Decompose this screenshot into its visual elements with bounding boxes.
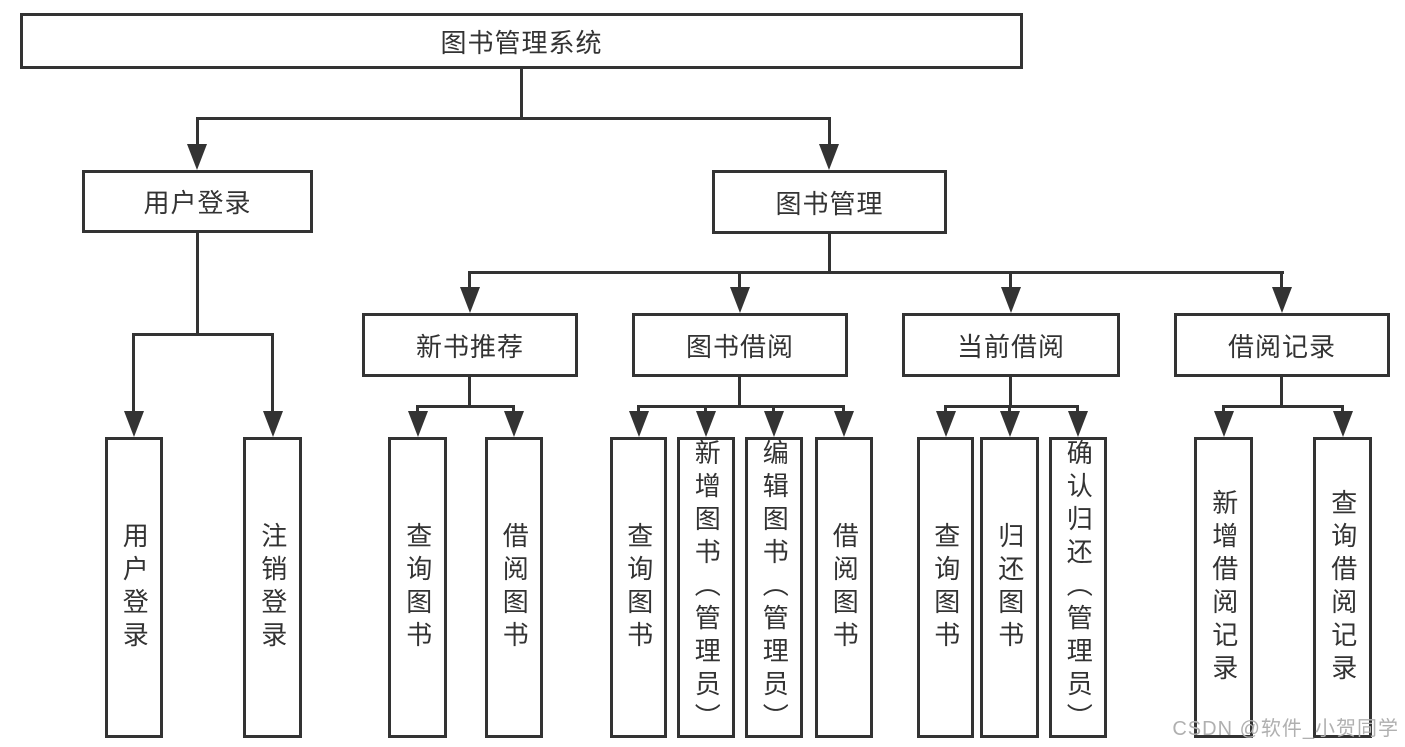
leaf-borrowing-add-books-admin: 新增图书（管理员） [677,437,735,738]
node-label: 当前借阅 [956,331,1065,362]
arrowhead-leaf-br-query [1333,411,1353,437]
node-label: 新增借阅记录 [1208,488,1239,687]
connector-root-stem [520,69,523,120]
connector-book-borrowing-stem [738,377,741,408]
arrowhead-leaf-bb-edit [764,411,784,437]
node-label: 图书管理系统 [440,27,603,58]
node-current-borrowing: 当前借阅 [902,313,1120,377]
connector-borrowing-records-branch [1222,405,1343,408]
arrowhead-book-borrowing [730,287,750,313]
connector-l1-drop-book-management [828,117,831,146]
node-new-book-recommend: 新书推荐 [362,313,578,377]
arrowhead-borrowing-records [1272,287,1292,313]
connector-drop-br-query [1341,405,1344,413]
node-label: 查询图书 [623,521,654,654]
arrowhead-leaf-logout [263,411,283,437]
node-label: 查询图书 [402,521,433,654]
leaf-user-login: 用户登录 [105,437,163,738]
connector-drop-leaf-logout [271,333,274,413]
connector-borrowing-records-stem [1280,377,1283,408]
connector-new-book-branch [416,405,515,408]
connector-book-borrowing-branch [637,405,844,408]
leaf-records-add-borrow-record: 新增借阅记录 [1194,437,1253,738]
node-label: 用户登录 [143,188,252,218]
connector-drop-cb-return [1008,405,1011,413]
node-label: 图书管理 [775,188,884,219]
node-book-management: 图书管理 [712,170,947,234]
connector-drop-bb-borrow [842,405,845,413]
connector-book-management-stem [828,233,831,274]
connector-drop-leaf-user-login [132,333,135,413]
connector-drop-br-add [1222,405,1225,413]
connector-l1-branch [196,117,831,120]
connector-user-login-stem [196,233,199,335]
node-label: 图书借阅 [685,331,794,362]
leaf-current-return-books: 归还图书 [980,437,1039,738]
connector-l3-drop-new-book [468,271,471,289]
leaf-borrowing-edit-books-admin: 编辑图书（管理员） [745,437,803,738]
connector-drop-cb-query [944,405,947,413]
node-label: 借阅图书 [499,521,530,654]
arrowhead-leaf-cb-return [1000,411,1020,437]
arrowhead-user-login [187,144,207,170]
csdn-watermark: CSDN @软件_小贺同学 [1172,718,1399,740]
arrowhead-leaf-user-login [124,411,144,437]
arrowhead-current-borrowing [1001,287,1021,313]
connector-drop-bb-edit [772,405,775,413]
connector-new-book-stem [468,377,471,408]
arrowhead-book-management [819,144,839,170]
connector-l3-drop-book-borrowing [738,271,741,289]
connector-l3-branch [468,271,1284,274]
node-label: 查询借阅记录 [1327,488,1358,687]
connector-drop-nb-borrow [512,405,515,413]
connector-current-borrowing-branch [944,405,1078,408]
connector-user-login-branch [132,333,274,336]
node-user-login: 用户登录 [82,170,313,233]
node-label: 注销登录 [257,521,288,654]
connector-drop-bb-add [704,405,707,413]
connector-drop-bb-query [637,405,640,413]
node-label: 新增图书（管理员） [691,439,722,736]
arrowhead-leaf-br-add [1214,411,1234,437]
node-label: 借阅图书 [829,521,860,654]
connector-drop-nb-query [416,405,419,413]
node-label: 编辑图书（管理员） [759,439,790,736]
leaf-current-confirm-return-admin: 确认归还（管理员） [1049,437,1107,738]
leaf-current-query-books: 查询图书 [917,437,974,738]
leaf-logout-login: 注销登录 [243,437,302,738]
node-borrowing-records: 借阅记录 [1174,313,1390,377]
arrowhead-leaf-cb-confirm [1068,411,1088,437]
connector-l3-drop-borrowing-records [1280,271,1283,289]
arrowhead-new-book-recommend [460,287,480,313]
node-label: 用户登录 [119,521,150,654]
connector-l3-drop-current-borrowing [1009,271,1012,289]
leaf-borrowing-borrow-books: 借阅图书 [815,437,873,738]
node-label: 归还图书 [994,521,1025,654]
node-label: 新书推荐 [415,331,524,362]
connector-drop-cb-confirm [1076,405,1079,413]
arrowhead-leaf-nb-borrow [504,411,524,437]
connector-current-borrowing-stem [1009,377,1012,408]
node-label: 查询图书 [930,521,961,654]
arrowhead-leaf-bb-borrow [834,411,854,437]
node-book-borrowing: 图书借阅 [632,313,848,377]
node-label: 确认归还（管理员） [1063,439,1094,736]
arrowhead-leaf-bb-add [696,411,716,437]
node-label: 借阅记录 [1227,331,1336,362]
leaf-records-query-borrow-record: 查询借阅记录 [1313,437,1372,738]
node-root-system: 图书管理系统 [20,13,1023,69]
arrowhead-leaf-cb-query [936,411,956,437]
leaf-recommend-query-books: 查询图书 [388,437,447,738]
leaf-borrowing-query-books: 查询图书 [610,437,667,738]
arrowhead-leaf-bb-query [629,411,649,437]
leaf-recommend-borrow-books: 借阅图书 [485,437,543,738]
arrowhead-leaf-nb-query [408,411,428,437]
connector-l1-drop-user-login [196,117,199,146]
